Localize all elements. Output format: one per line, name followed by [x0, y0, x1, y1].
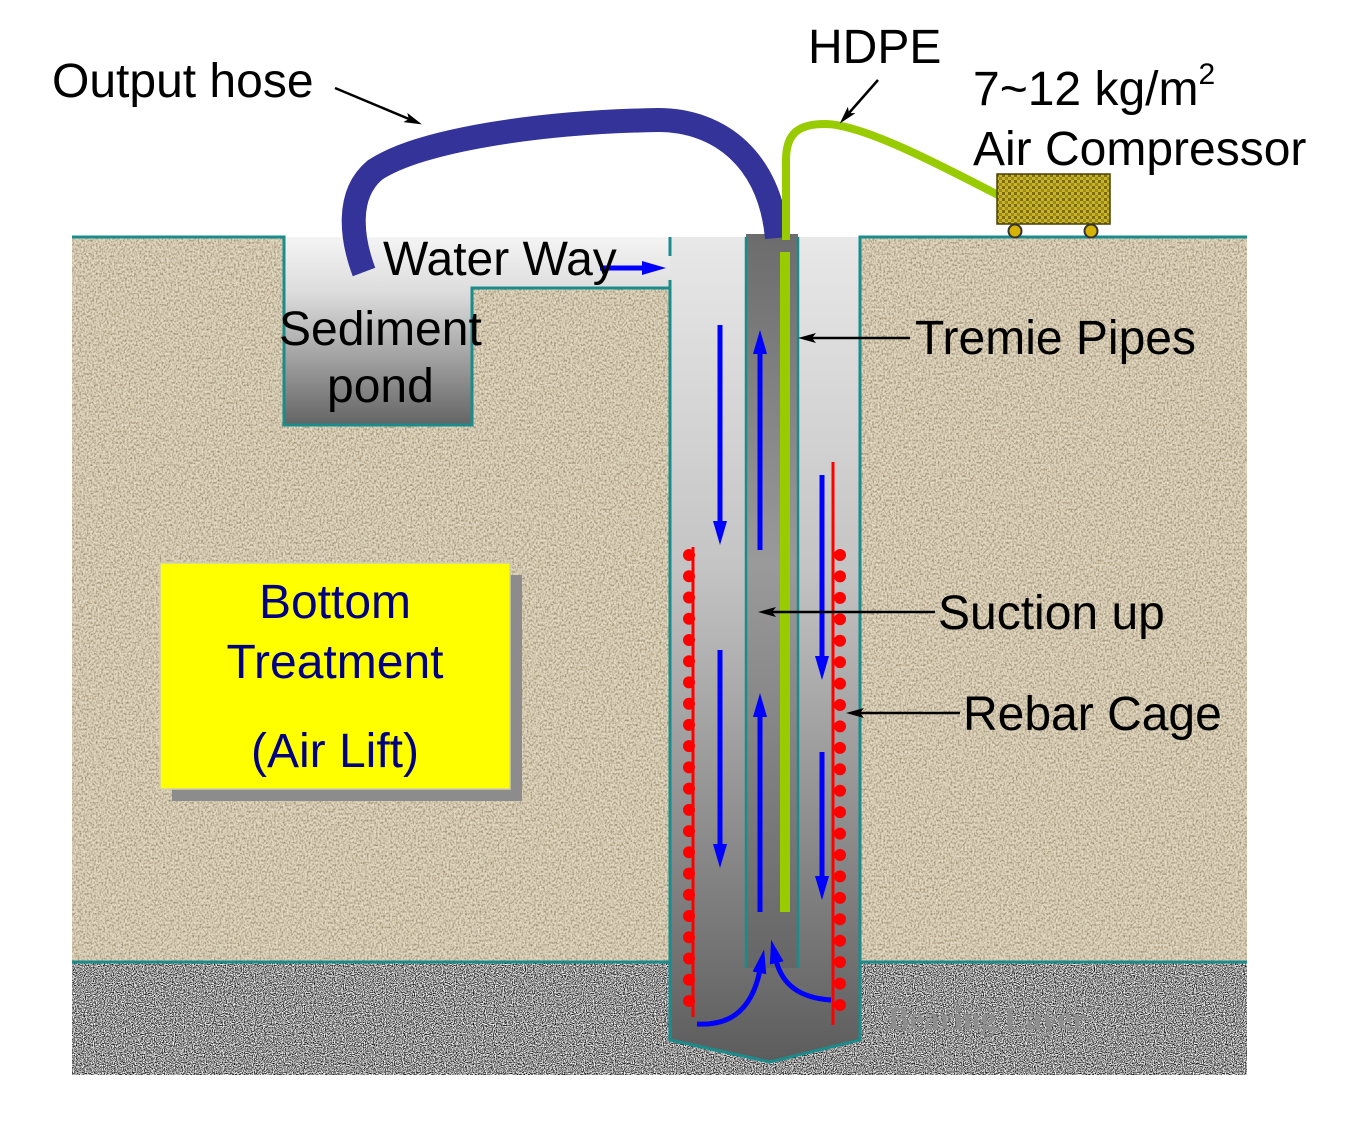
rebar-dot: [834, 806, 846, 819]
sediment-pond: [284, 237, 670, 425]
rebar-dot: [834, 763, 846, 776]
rebar-dot: [683, 591, 695, 604]
rebar-dot: [834, 720, 846, 733]
bearing-layer-texture: [72, 962, 1247, 1075]
rebar-dot: [683, 740, 695, 753]
rebar-dot: [834, 741, 846, 754]
method-title-box: Bottom Treatment (Air Lift): [159, 562, 522, 801]
rebar-dot: [834, 827, 846, 840]
label-leaders: [334, 79, 960, 718]
water-way-label: Water Way: [383, 233, 617, 286]
air-compressor-label: Air Compressor: [973, 123, 1306, 176]
pond-outline: [72, 235, 670, 427]
compressor-wheel: [1007, 223, 1023, 239]
rebar-dot: [834, 656, 846, 669]
bore-outline: [668, 235, 1247, 1064]
title-line-3: (Air Lift): [251, 725, 419, 778]
rebar-dot: [834, 956, 846, 969]
title-text: Bottom Treatment (Air Lift): [227, 576, 444, 778]
compressor-wheel: [1083, 223, 1099, 239]
tremie-pipes-label: Tremie Pipes: [915, 312, 1196, 365]
hdpe-line-outside: [782, 119, 1002, 240]
rebar-dot: [683, 803, 695, 816]
rebar-dot: [834, 677, 846, 690]
rebar-dot: [683, 846, 695, 859]
rebar-dot: [683, 612, 695, 625]
rebar-dot: [683, 973, 695, 986]
tremie-pipe-body: [746, 234, 798, 968]
rebar-dot: [683, 952, 695, 965]
hdpe-air-line: [780, 119, 1002, 912]
title-box: [159, 562, 511, 790]
rebar-dot: [683, 931, 695, 944]
sediment-label: Sediment: [279, 303, 482, 356]
pressure-label: 7~12 kg/m2: [973, 58, 1215, 116]
rebar-dot: [834, 634, 846, 647]
soil-layer: [72, 237, 1247, 962]
rebar-dot: [834, 913, 846, 926]
rebar-dot: [683, 761, 695, 774]
output-hose-leader: [334, 86, 422, 125]
rebar-dot: [834, 849, 846, 861]
rebar-dot: [683, 549, 695, 561]
rebar-dot: [834, 977, 846, 990]
rebar-dot: [834, 570, 846, 583]
rebar-dot: [683, 910, 695, 922]
rebar-dot: [834, 549, 846, 561]
air-compressor-body: [996, 173, 1111, 225]
rebar-dot: [834, 999, 846, 1011]
hdpe-label: HDPE: [808, 21, 941, 74]
tremie-pipe-walls: [744, 237, 800, 968]
output-hose-label: Output hose: [52, 55, 314, 108]
rebar-dot: [683, 782, 695, 795]
rebar-dot: [683, 995, 695, 1007]
hdpe-leader: [839, 79, 879, 124]
rebar-hoops: [683, 549, 846, 1011]
rebar-dot: [834, 591, 846, 604]
ground-outlines: [72, 235, 1247, 1064]
bearing-layer-label: Bearing Layer: [888, 1000, 1086, 1036]
labels: Output hose HDPE 7~12 kg/m2 Air Compress…: [52, 21, 1306, 1036]
rebar-dot: [683, 634, 695, 646]
bearing-layer: [72, 962, 1247, 1075]
rebar-dot: [834, 934, 846, 947]
rebar-cage-label: Rebar Cage: [963, 688, 1222, 741]
rebar-dot: [834, 613, 846, 626]
air-compressor: [996, 173, 1111, 239]
rebar-dot: [683, 825, 695, 838]
rebar-dot: [834, 891, 846, 904]
rebar-dot: [683, 570, 695, 583]
title-line-2: Treatment: [227, 636, 444, 689]
suction-up-label: Suction up: [938, 587, 1165, 640]
pressure-exponent: 2: [1198, 58, 1215, 91]
pond-label: pond: [327, 360, 434, 413]
flow-arrows: [600, 261, 832, 1027]
rebar-dot: [683, 655, 695, 668]
flow-arrow-bottom-left: [696, 949, 767, 1027]
rebar-dot: [683, 676, 695, 689]
rebar-dot: [834, 784, 846, 797]
rebar-cage: [683, 462, 846, 1025]
rebar-dot: [683, 867, 695, 880]
output-hose: [341, 107, 789, 277]
flow-arrow-bottom-right: [769, 939, 832, 1003]
rebar-dot: [683, 888, 695, 901]
rebar-dot: [834, 699, 846, 711]
rebar-dot: [683, 697, 695, 710]
rebar-dot: [683, 718, 695, 731]
tremie-pipe: [744, 234, 800, 968]
pressure-value: 7~12 kg/m: [973, 63, 1198, 116]
title-line-1: Bottom: [259, 576, 411, 629]
rebar-dot: [834, 870, 846, 883]
